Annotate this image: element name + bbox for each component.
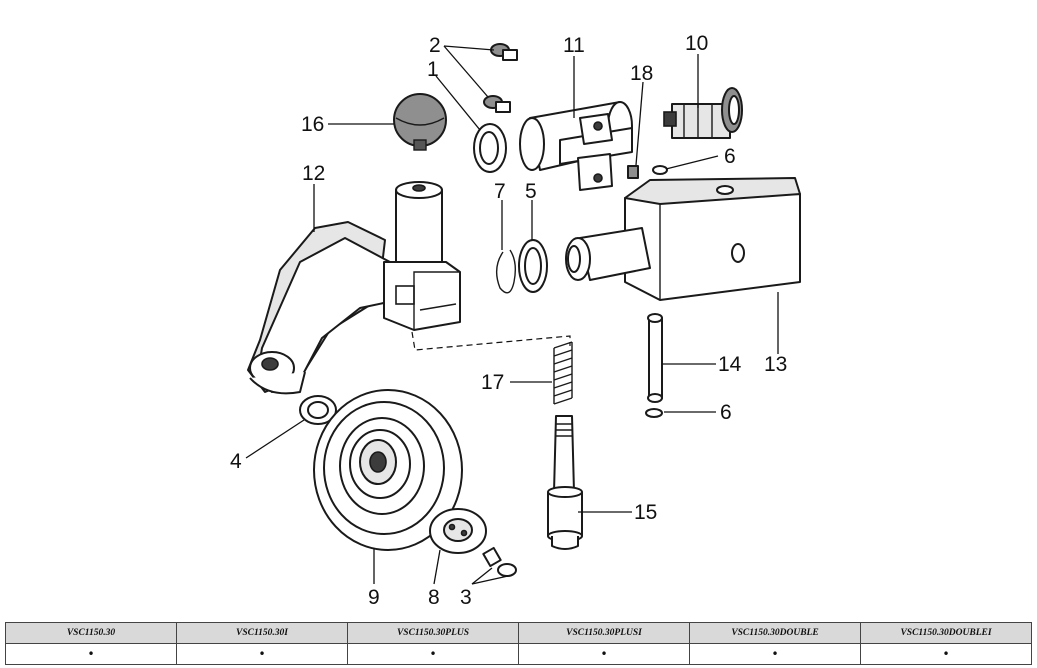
table-cell: • [860,643,1032,665]
part-15-plunger [547,415,583,550]
column-header: VSC1150.30PLUS [347,622,519,644]
part-4-washer [299,395,337,425]
table-cell: • [689,643,861,665]
table-header-row: VSC1150.30 VSC1150.30I VSC1150.30PLUS VS… [5,622,1032,644]
table-cell: • [176,643,348,665]
callout-3: 3 [460,586,472,609]
part-17-spring [553,341,573,405]
callout-7: 7 [494,180,506,203]
leader-lines [245,45,779,585]
part-16-ball-knob [393,93,447,151]
part-11-bracket [519,101,633,191]
column-header: VSC1150.30DOUBLE [689,622,861,644]
part-10-cartridge [663,87,743,139]
part-9-diaphragm [313,389,463,551]
callout-12: 12 [302,162,325,185]
column-header: VSC1150.30I [176,622,348,644]
part-1-seal [473,123,507,173]
callout-10: 10 [685,32,708,55]
part-13-body [565,177,801,301]
exploded-parts-diagram: 2 1 11 10 18 6 16 12 7 5 14 13 17 6 15 4… [230,32,801,609]
model-compatibility-table: VSC1150.30 VSC1150.30I VSC1150.30PLUS VS… [5,622,1032,665]
table-cell: • [347,643,519,665]
callout-4: 4 [230,450,242,473]
callout-14: 14 [718,353,742,376]
table-row: • • • • • • [5,643,1032,665]
part-12-arm [247,181,461,395]
callout-13: 13 [764,353,787,376]
column-header: VSC1150.30PLUSI [518,622,690,644]
callout-16: 16 [301,113,324,136]
callout-6-lower: 6 [720,401,732,424]
column-header: VSC1150.30 [5,622,177,644]
part-6-oring-lower [645,408,663,418]
callout-11: 11 [563,34,585,57]
column-header: VSC1150.30DOUBLEI [860,622,1032,644]
part-7-circlip [495,249,517,294]
callout-9: 9 [368,586,380,609]
callout-1: 1 [427,58,439,81]
part-6-oring-upper [652,165,668,175]
table-cell: • [5,643,177,665]
table-cell: • [518,643,690,665]
callout-5: 5 [525,180,537,203]
callout-8: 8 [428,586,440,609]
callout-labels: 2 1 11 10 18 6 16 12 7 5 14 13 17 6 15 4… [230,32,787,609]
part-2-screw-lower [483,95,511,113]
alignment-dashed-line [411,331,571,351]
part-14-pin [647,313,663,403]
callout-6-upper: 6 [724,145,736,168]
callout-15: 15 [634,501,657,524]
part-18-set-screw [627,165,639,179]
part-5-washer [518,239,548,293]
callout-18: 18 [630,62,653,85]
callout-2: 2 [429,34,441,57]
part-8-disc [429,508,487,554]
part-2-screw-upper [490,43,518,61]
callout-17: 17 [481,371,504,394]
